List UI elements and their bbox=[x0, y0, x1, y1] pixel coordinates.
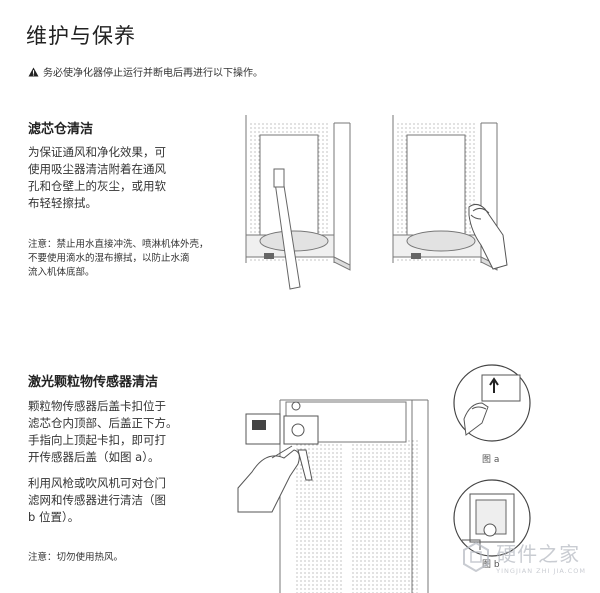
filter-vacuum-illustration bbox=[245, 115, 351, 290]
detail-b-illustration bbox=[453, 479, 531, 557]
warning-notice: 务必使净化器停止运行并断电后再进行以下操作。 bbox=[28, 64, 263, 79]
watermark-main: 硬件之家 bbox=[496, 542, 581, 566]
section-filter-title: 滤芯仓清洁 bbox=[28, 122, 94, 137]
sensor-cover-illustration bbox=[237, 399, 429, 593]
caption-a: 图 a bbox=[482, 455, 500, 465]
watermark: 硬件之家 YINGJIAN ZHI JIA.COM bbox=[462, 538, 586, 575]
section-sensor-body2: 利用风枪或吹风机可对仓门 滤网和传感器进行清洁（图 b 位置）。 bbox=[28, 476, 166, 524]
filter-wipe-illustration bbox=[392, 115, 508, 271]
section-filter-body: 为保证通风和净化效果，可 使用吸尘器清洁附着在通风 孔和仓壁上的灰尘，或用软 布… bbox=[28, 145, 166, 210]
section-sensor-title: 激光颗粒物传感器清洁 bbox=[28, 375, 159, 390]
page-title: 维护与保养 bbox=[26, 24, 136, 48]
warning-text: 务必使净化器停止运行并断电后再进行以下操作。 bbox=[43, 68, 263, 79]
section-sensor-body: 颗粒物传感器后盖卡扣位于 滤芯仓内顶部、后盖正下方。 手指向上顶起卡扣，即可打 … bbox=[28, 399, 178, 464]
section-filter-note: 注意：禁止用水直接冲洗、喷淋机体外壳， 不要使用滴水的湿布擦拭，以防止水滴 流入… bbox=[28, 239, 209, 278]
watermark-sub: YINGJIAN ZHI JIA.COM bbox=[496, 567, 586, 575]
warning-triangle-icon bbox=[28, 66, 39, 77]
detail-a-illustration bbox=[453, 364, 531, 442]
section-sensor-note: 注意：切勿使用热风。 bbox=[28, 552, 124, 563]
caption-b: 图 b bbox=[482, 560, 500, 570]
hexagon-logo-icon bbox=[463, 541, 490, 572]
